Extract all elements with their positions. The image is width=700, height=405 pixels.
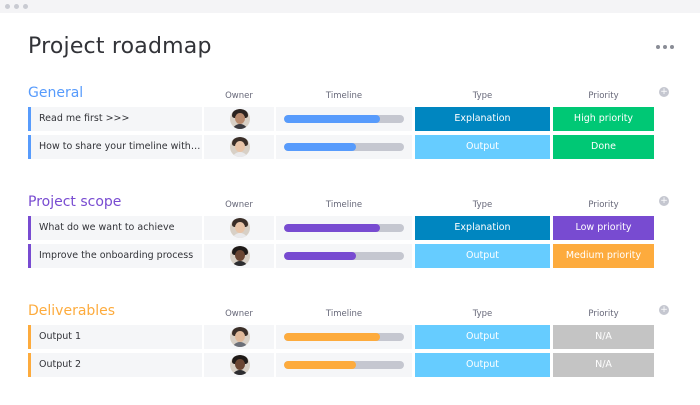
table-row[interactable]: What do we want to achieve Explanation L…: [28, 216, 673, 240]
timeline-cell[interactable]: [276, 325, 412, 349]
priority-status-cell[interactable]: Done: [553, 135, 654, 159]
item-name[interactable]: Improve the onboarding process: [39, 250, 194, 261]
timeline-bar-fill: [284, 143, 356, 151]
column-header-timeline: Timeline: [325, 200, 363, 210]
window-chrome-bar: [0, 0, 700, 13]
owner-cell[interactable]: [204, 107, 274, 131]
timeline-cell[interactable]: [276, 216, 412, 240]
item-name-cell[interactable]: What do we want to achieve: [28, 216, 202, 240]
window-dot-icon: [5, 4, 10, 9]
column-header-type: Type: [472, 91, 493, 101]
table-row[interactable]: Output 1 Output N/A: [28, 325, 673, 349]
type-status-cell[interactable]: Output: [415, 353, 550, 377]
type-status-cell[interactable]: Output: [415, 244, 550, 268]
timeline-bar[interactable]: [284, 361, 404, 369]
owner-cell[interactable]: [204, 353, 274, 377]
priority-status-cell[interactable]: N/A: [553, 353, 654, 377]
timeline-bar[interactable]: [284, 333, 404, 341]
window-dot-icon: [23, 4, 28, 9]
group-title[interactable]: General: [28, 85, 84, 101]
add-column-icon[interactable]: +: [659, 196, 669, 206]
type-status-cell[interactable]: Explanation: [415, 216, 550, 240]
priority-status-cell[interactable]: High priority: [553, 107, 654, 131]
item-name[interactable]: Output 2: [39, 359, 82, 370]
page-title: Project roadmap: [28, 34, 212, 59]
timeline-bar-fill: [284, 252, 356, 260]
group-title[interactable]: Project scope: [28, 194, 122, 210]
table-row[interactable]: How to share your timeline with S... Out…: [28, 135, 673, 159]
item-name[interactable]: What do we want to achieve: [39, 222, 175, 233]
window-dot-icon: [14, 4, 19, 9]
item-name-cell[interactable]: Output 1: [28, 325, 202, 349]
timeline-bar[interactable]: [284, 224, 404, 232]
column-header-timeline: Timeline: [325, 91, 363, 101]
timeline-bar-fill: [284, 333, 380, 341]
timeline-cell[interactable]: [276, 107, 412, 131]
avatar[interactable]: [230, 109, 250, 129]
add-column-icon[interactable]: +: [659, 87, 669, 97]
timeline-bar[interactable]: [284, 252, 404, 260]
item-name[interactable]: Read me first >>>: [39, 113, 130, 124]
item-name-cell[interactable]: Output 2: [28, 353, 202, 377]
timeline-cell[interactable]: [276, 244, 412, 268]
owner-cell[interactable]: [204, 216, 274, 240]
owner-cell[interactable]: [204, 325, 274, 349]
column-header-owner: Owner: [225, 91, 253, 101]
avatar[interactable]: [230, 355, 250, 375]
timeline-bar-fill: [284, 361, 356, 369]
column-header-priority: Priority: [588, 91, 619, 101]
type-status-cell[interactable]: Explanation: [415, 107, 550, 131]
column-header-priority: Priority: [588, 309, 619, 319]
column-header-type: Type: [472, 309, 493, 319]
table-row[interactable]: Improve the onboarding process Output Me…: [28, 244, 673, 268]
priority-status-cell[interactable]: Low priority: [553, 216, 654, 240]
table-row[interactable]: Output 2 Output N/A: [28, 353, 673, 377]
column-header-owner: Owner: [225, 309, 253, 319]
type-status-cell[interactable]: Output: [415, 325, 550, 349]
priority-status-cell[interactable]: Medium priority: [553, 244, 654, 268]
column-header-type: Type: [472, 200, 493, 210]
timeline-cell[interactable]: [276, 135, 412, 159]
avatar[interactable]: [230, 137, 250, 157]
type-status-cell[interactable]: Output: [415, 135, 550, 159]
timeline-bar[interactable]: [284, 143, 404, 151]
timeline-cell[interactable]: [276, 353, 412, 377]
column-header-owner: Owner: [225, 200, 253, 210]
column-header-priority: Priority: [588, 200, 619, 210]
column-header-timeline: Timeline: [325, 309, 363, 319]
owner-cell[interactable]: [204, 135, 274, 159]
group-title[interactable]: Deliverables: [28, 303, 116, 319]
owner-cell[interactable]: [204, 244, 274, 268]
table-row[interactable]: Read me first >>> Explanation High prior…: [28, 107, 673, 131]
avatar[interactable]: [230, 327, 250, 347]
item-name-cell[interactable]: Improve the onboarding process: [28, 244, 202, 268]
item-name-cell[interactable]: Read me first >>>: [28, 107, 202, 131]
item-name-cell[interactable]: How to share your timeline with S...: [28, 135, 202, 159]
timeline-bar[interactable]: [284, 115, 404, 123]
timeline-bar-fill: [284, 224, 380, 232]
avatar[interactable]: [230, 246, 250, 266]
priority-status-cell[interactable]: N/A: [553, 325, 654, 349]
item-name[interactable]: How to share your timeline with S...: [39, 141, 201, 152]
add-column-icon[interactable]: +: [659, 305, 669, 315]
item-name[interactable]: Output 1: [39, 331, 82, 342]
avatar[interactable]: [230, 218, 250, 238]
timeline-bar-fill: [284, 115, 380, 123]
more-options-icon[interactable]: [654, 43, 676, 51]
